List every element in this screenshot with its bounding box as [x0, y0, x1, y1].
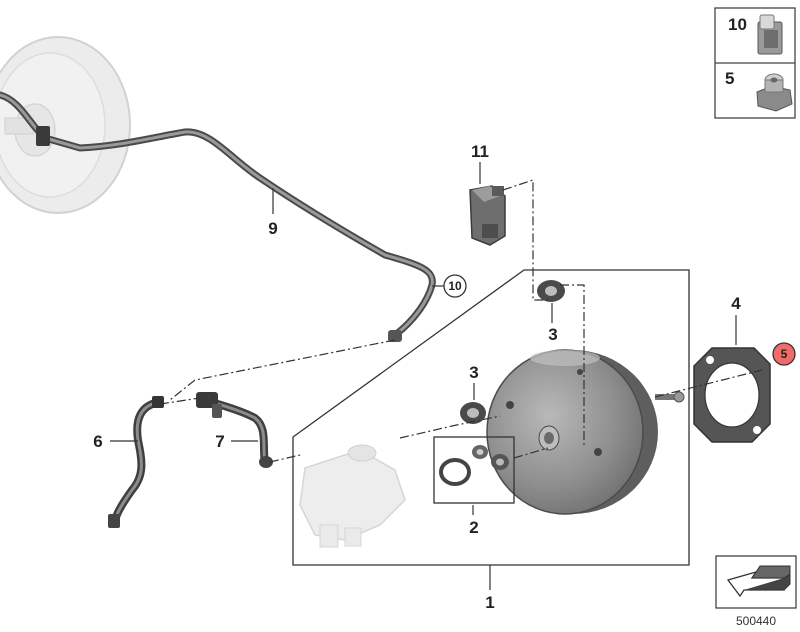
clip-icon	[757, 14, 783, 55]
direction-arrow-icon	[726, 565, 791, 598]
seal-kit-frame	[433, 436, 515, 504]
vacuum-hose-7	[196, 392, 273, 468]
callout-3-top: 3	[548, 325, 557, 344]
callout-1: 1	[485, 593, 494, 612]
callout-9: 9	[268, 219, 277, 238]
callout-5-highlight: 5	[772, 342, 796, 366]
callout-10-circle: 10	[443, 274, 467, 298]
callout-11: 11	[471, 142, 489, 161]
reference-number: 500440	[736, 614, 776, 628]
callout-7: 7	[215, 432, 224, 451]
grommet-3-top	[537, 280, 565, 302]
vacuum-pipe-9	[0, 91, 436, 342]
callout-4: 4	[731, 294, 741, 313]
gasket-4	[693, 347, 771, 443]
assembly-frame	[292, 269, 690, 566]
ghost-booster-illustration	[0, 36, 131, 214]
direction-indicator	[715, 555, 797, 609]
seal-kit-2	[439, 445, 509, 486]
svg-text:10: 10	[448, 279, 462, 293]
legend-item-5-label: 5	[725, 69, 734, 88]
pressure-sensor-11	[469, 185, 506, 246]
assembly-lines	[159, 179, 763, 463]
leader-lines	[110, 162, 737, 590]
ghost-master-cylinder	[299, 444, 406, 548]
vacuum-hose-6	[108, 396, 164, 528]
parts-legend: 10 5	[714, 7, 796, 119]
callout-2: 2	[469, 518, 478, 537]
nut-icon	[756, 73, 793, 112]
callout-3-left: 3	[469, 363, 478, 382]
callout-6: 6	[93, 432, 102, 451]
legend-item-10-label: 10	[728, 15, 747, 34]
svg-text:5: 5	[781, 347, 788, 361]
brake-booster-1	[486, 349, 685, 515]
grommet-3-left	[460, 402, 486, 424]
